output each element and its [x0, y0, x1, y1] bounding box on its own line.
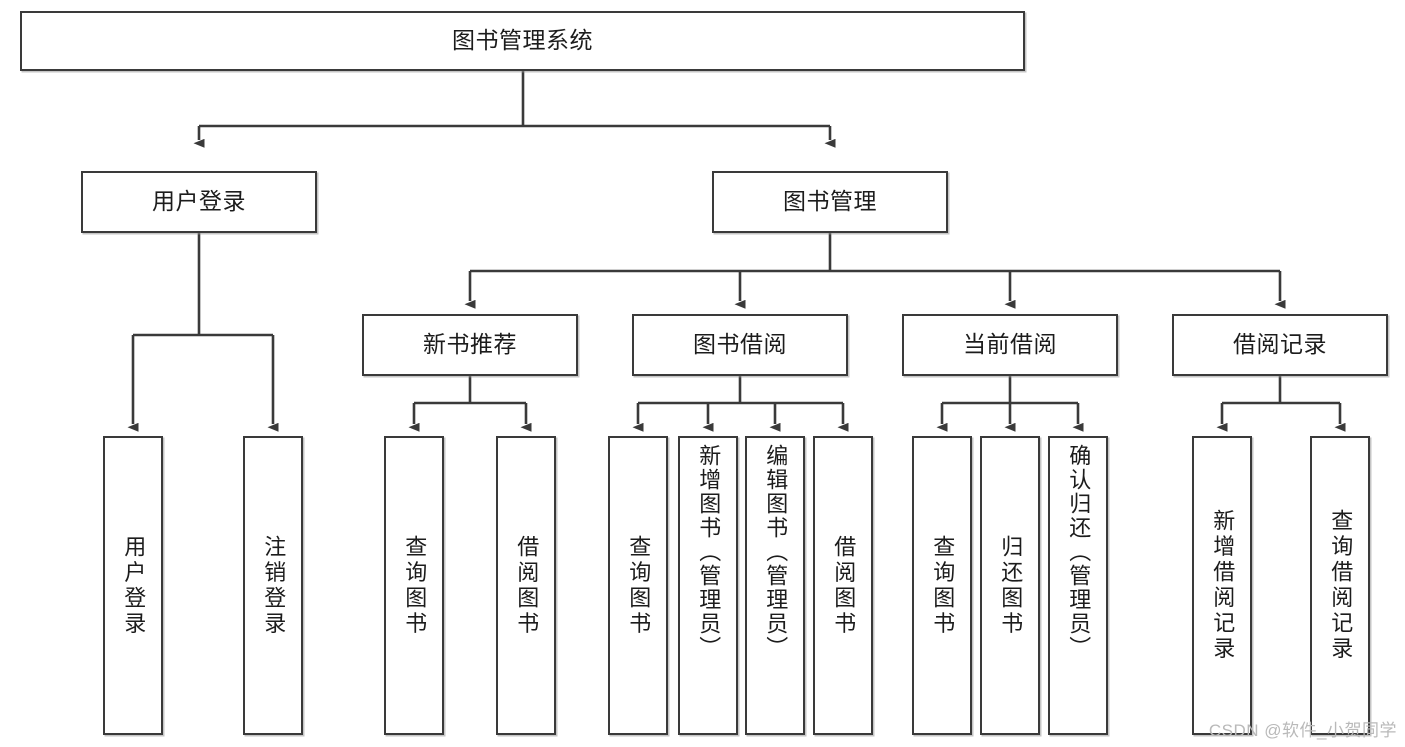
node-new-book-recommendation-label: 新书推荐 [423, 331, 517, 358]
node-book-borrow-label: 图书借阅 [693, 331, 787, 358]
node-current-borrow-label: 当前借阅 [963, 331, 1057, 358]
node-new-book-recommendation[interactable]: 新书推荐 [362, 314, 578, 376]
leaf-user-login-signin[interactable]: 用户登录 [103, 436, 163, 735]
leaf-borrow-borrow-book[interactable]: 借阅图书 [813, 436, 873, 735]
leaf-borrow-query-book[interactable]: 查询图书 [608, 436, 668, 735]
leaf-current-return-book-label: 归还图书 [998, 534, 1024, 637]
leaf-user-login-signout-label: 注销登录 [261, 534, 287, 637]
leaf-borrow-query-book-label: 查询图书 [626, 534, 652, 637]
node-user-login-label: 用户登录 [152, 188, 246, 215]
node-root-label: 图书管理系统 [452, 27, 593, 54]
leaf-record-add-label: 新增借阅记录 [1210, 509, 1236, 662]
leaf-new-book-borrow-label: 借阅图书 [514, 534, 540, 637]
node-root[interactable]: 图书管理系统 [20, 11, 1025, 71]
leaf-user-login-signin-label: 用户登录 [121, 534, 147, 637]
leaf-new-book-query[interactable]: 查询图书 [384, 436, 444, 735]
leaf-record-query[interactable]: 查询借阅记录 [1310, 436, 1370, 735]
leaf-borrow-add-book[interactable]: 新增图书（管理员） [678, 436, 738, 735]
leaf-new-book-borrow[interactable]: 借阅图书 [496, 436, 556, 735]
leaf-current-confirm-return[interactable]: 确认归还（管理员） [1048, 436, 1108, 735]
leaf-record-query-label: 查询借阅记录 [1328, 509, 1354, 662]
leaf-borrow-edit-book[interactable]: 编辑图书（管理员） [745, 436, 805, 735]
node-book-borrow[interactable]: 图书借阅 [632, 314, 848, 376]
leaf-current-query-book-label: 查询图书 [930, 534, 956, 637]
leaf-current-query-book[interactable]: 查询图书 [912, 436, 972, 735]
leaf-borrow-borrow-book-label: 借阅图书 [831, 534, 857, 637]
node-borrow-record-label: 借阅记录 [1233, 331, 1327, 358]
leaf-record-add[interactable]: 新增借阅记录 [1192, 436, 1252, 735]
node-book-management[interactable]: 图书管理 [712, 171, 948, 233]
node-book-management-label: 图书管理 [783, 188, 877, 215]
leaf-user-login-signout[interactable]: 注销登录 [243, 436, 303, 735]
leaf-borrow-add-book-label: 新增图书（管理员） [696, 444, 722, 660]
node-user-login[interactable]: 用户登录 [81, 171, 317, 233]
leaf-current-return-book[interactable]: 归还图书 [980, 436, 1040, 735]
leaf-new-book-query-label: 查询图书 [402, 534, 428, 637]
leaf-borrow-edit-book-label: 编辑图书（管理员） [763, 444, 789, 660]
node-current-borrow[interactable]: 当前借阅 [902, 314, 1118, 376]
leaf-current-confirm-return-label: 确认归还（管理员） [1066, 444, 1092, 660]
watermark: CSDN @软件_小贺同学 [1208, 721, 1397, 740]
node-borrow-record[interactable]: 借阅记录 [1172, 314, 1388, 376]
